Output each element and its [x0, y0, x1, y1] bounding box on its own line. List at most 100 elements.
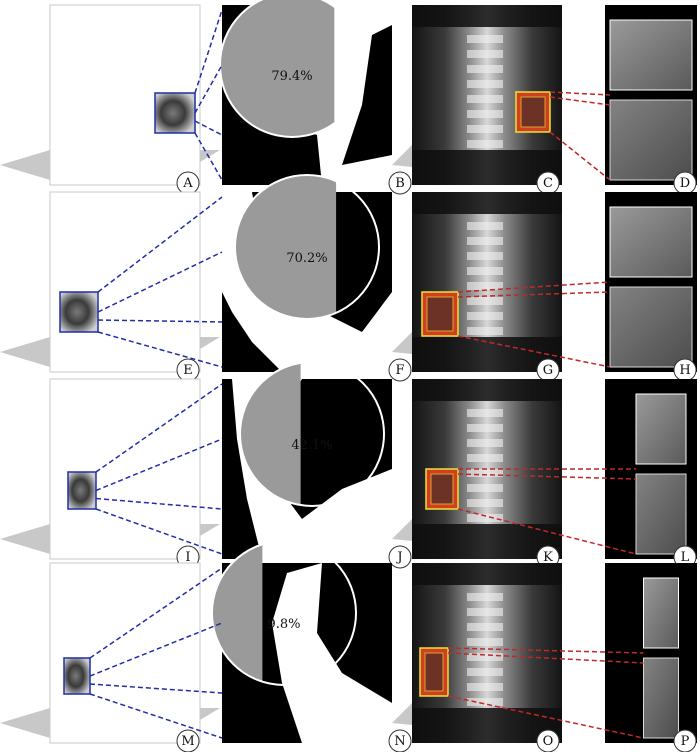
panel-label-text: F — [395, 363, 404, 378]
panel-label-text: C — [543, 176, 553, 191]
connector-blue — [89, 683, 223, 694]
bone-region — [222, 192, 392, 372]
vertebra-mark — [467, 140, 503, 148]
connector-red — [549, 96, 611, 106]
measurement-circle — [234, 174, 380, 320]
roi-inner — [426, 296, 454, 332]
roi-box-blue — [67, 471, 97, 510]
connector-blue — [194, 64, 223, 114]
vertebra-mark — [467, 653, 503, 661]
page-thumbnail — [49, 562, 201, 744]
panel-label-text: I — [185, 550, 190, 565]
detail-inset-bottom — [643, 657, 679, 739]
panel-label-C: C — [536, 171, 560, 195]
connector-blue — [95, 508, 223, 555]
ct-top-band — [412, 5, 562, 27]
vertebra-mark — [467, 282, 503, 290]
panel-label-P: P — [673, 729, 697, 752]
vertebra-mark — [467, 593, 503, 601]
panel-label-D: D — [673, 171, 697, 195]
panel-label-text: J — [395, 550, 402, 565]
panel-label-circle — [388, 171, 412, 195]
measurement-circle — [239, 361, 385, 507]
connector-red — [457, 281, 611, 293]
binary-zoom-panel: 70.2% — [222, 174, 392, 372]
detail-inset-top — [643, 577, 679, 649]
vertebra-mark — [467, 237, 503, 245]
vertebra-mark — [467, 439, 503, 447]
connector-blue — [89, 693, 223, 739]
panel-label-H: H — [673, 358, 697, 382]
connector-red — [457, 508, 637, 555]
connector-blue — [194, 132, 223, 181]
connector-blue — [97, 196, 223, 293]
panel-label-circle — [388, 358, 412, 382]
panel-label-text: G — [543, 363, 553, 378]
ct-bottom-band — [412, 337, 562, 372]
panel-label-text: L — [681, 550, 690, 565]
panel-label-text: K — [543, 550, 553, 565]
vertebra-mark — [467, 638, 503, 646]
ct-top-band — [412, 563, 562, 585]
binary-zoom-panel: 9.8% — [211, 540, 392, 743]
panel-label-circle — [176, 729, 200, 752]
panel-label-text: A — [182, 176, 193, 191]
page-thumbnail — [49, 191, 201, 373]
measurement-circle — [211, 540, 357, 686]
connector-blue — [194, 120, 223, 136]
roi-box-blue — [63, 657, 91, 695]
vertebra-mark — [467, 50, 503, 58]
connector-red — [447, 647, 644, 654]
vertebra-mark — [467, 222, 503, 230]
roi-inner — [424, 652, 444, 692]
panel-label-circle — [388, 729, 412, 752]
overlap-percentage: 9.8% — [267, 617, 300, 632]
panel-label-text: H — [679, 363, 690, 378]
connector-red — [447, 695, 644, 739]
detail-inset-top — [609, 19, 693, 91]
panel-label-text: M — [181, 734, 194, 749]
roi-inner — [430, 473, 454, 505]
measurement-circle — [219, 0, 365, 138]
overlap-region — [212, 541, 263, 685]
vertebra-mark — [467, 484, 503, 492]
overlap-percentage: 70.2% — [286, 251, 327, 266]
detail-inset-bottom — [609, 286, 693, 368]
binary-zoom-panel: 79.4% — [219, 0, 392, 185]
ct-top-band — [412, 192, 562, 214]
connector-blue — [89, 567, 223, 659]
roi-inner — [520, 96, 546, 128]
ct-top-band — [412, 379, 562, 401]
panel-label-M: M — [176, 729, 200, 752]
vertebra-mark — [467, 623, 503, 631]
panel-label-G: G — [536, 358, 560, 382]
panel-label-J: J — [388, 545, 412, 569]
connector-red — [457, 473, 637, 480]
connector-blue — [194, 9, 223, 94]
vertebra-mark — [467, 698, 503, 706]
ct-bottom-band — [412, 708, 562, 743]
bone-region — [272, 563, 392, 743]
panel-label-N: N — [388, 729, 412, 752]
vertebra-mark — [467, 683, 503, 691]
connector-red — [549, 91, 611, 96]
connector-blue — [97, 251, 223, 313]
vertebra-mark — [467, 514, 503, 522]
vertebra-mark — [467, 80, 503, 88]
ct-bottom-band — [412, 524, 562, 559]
panel-label-text: O — [543, 734, 554, 749]
panel-label-A: A — [176, 171, 200, 195]
vertebra-mark — [467, 312, 503, 320]
vertebra-mark — [467, 327, 503, 335]
connector-red — [457, 335, 611, 368]
panel-label-E: E — [176, 358, 200, 382]
connector-blue — [95, 438, 223, 492]
panel-label-text: N — [394, 734, 405, 749]
panel-label-circle — [673, 729, 697, 752]
vertebra-mark — [467, 125, 503, 133]
panel-label-O: O — [536, 729, 560, 752]
vertebra-mark — [467, 35, 503, 43]
vertebra-mark — [467, 65, 503, 73]
